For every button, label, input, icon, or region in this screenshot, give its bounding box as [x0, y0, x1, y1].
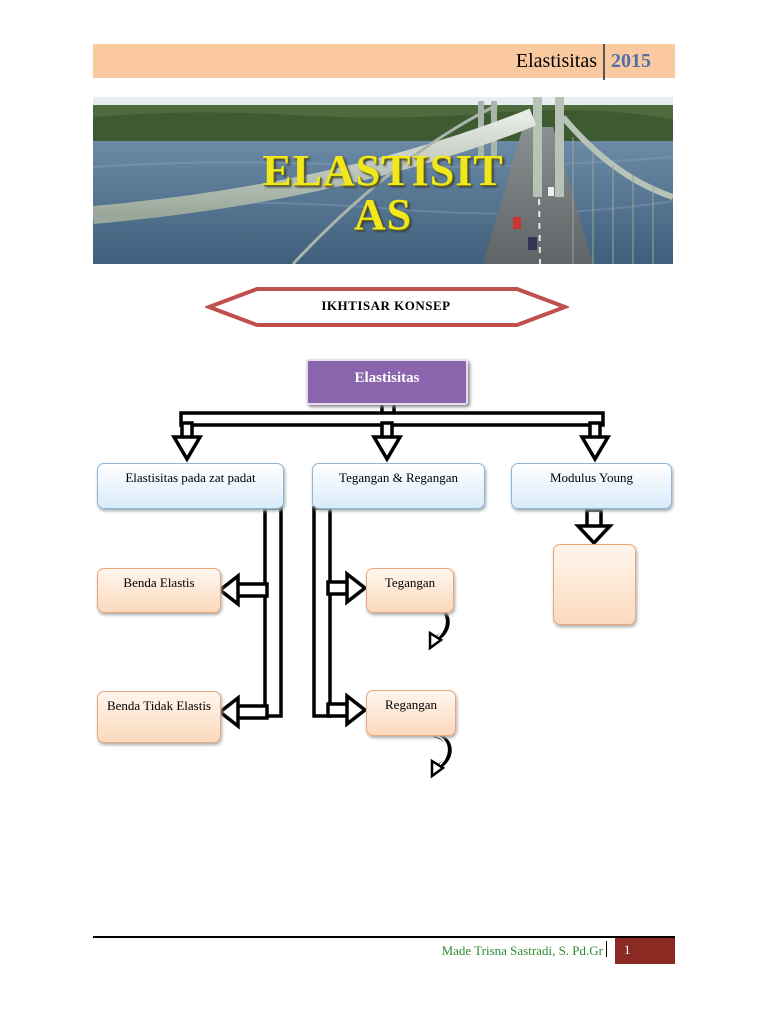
header-title: Elastisitas	[515, 50, 597, 72]
leaf-node-benda-tidak-elastis: Benda Tidak Elastis	[97, 691, 221, 743]
arrow-to-benda-elastis	[217, 572, 269, 608]
page-number: 1	[615, 938, 675, 964]
footer-divider	[606, 941, 607, 957]
header-divider	[603, 44, 605, 80]
arrow-to-branch-1	[170, 421, 204, 463]
arrow-to-branch-3	[578, 421, 612, 463]
arrow-to-modulus-box	[573, 508, 615, 546]
arrow-to-regangan	[326, 692, 368, 728]
curved-arrow-tegangan-icon	[428, 604, 450, 651]
footer-rule	[93, 936, 675, 938]
bridge-illustration	[93, 97, 673, 264]
banner-title: ELASTISIT AS	[93, 149, 673, 237]
banner-title-line2: AS	[353, 190, 413, 239]
curved-arrow-regangan-icon	[430, 732, 452, 779]
arrow-to-branch-2	[370, 421, 404, 463]
branch-node-modulus-young: Modulus Young	[511, 463, 672, 509]
footer-author: Made Trisna Sastradi, S. Pd.Gr	[441, 943, 603, 958]
page-header: Elastisitas 2015	[93, 44, 675, 80]
branch-node-zat-padat: Elastisitas pada zat padat	[97, 463, 284, 509]
branch-node-tegangan-regangan: Tegangan & Regangan	[312, 463, 485, 509]
leaf-node-regangan: Regangan	[366, 690, 456, 736]
arrow-to-tegangan	[326, 570, 368, 606]
header-year: 2015	[611, 50, 651, 72]
root-node: Elastisitas	[306, 359, 468, 405]
leaf-node-modulus-empty	[553, 544, 636, 625]
concept-section-title: IKHTISAR KONSEP	[321, 298, 451, 313]
arrow-to-benda-tidak-elastis	[217, 694, 269, 730]
branch-1-trunk	[263, 506, 283, 718]
concept-hexagon	[205, 287, 569, 327]
branch-2-trunk	[312, 506, 332, 718]
leaf-node-benda-elastis: Benda Elastis	[97, 568, 221, 613]
banner-title-line1: ELASTISIT	[262, 146, 504, 195]
leaf-node-tegangan: Tegangan	[366, 568, 454, 613]
banner-image: ELASTISIT AS	[93, 97, 673, 264]
